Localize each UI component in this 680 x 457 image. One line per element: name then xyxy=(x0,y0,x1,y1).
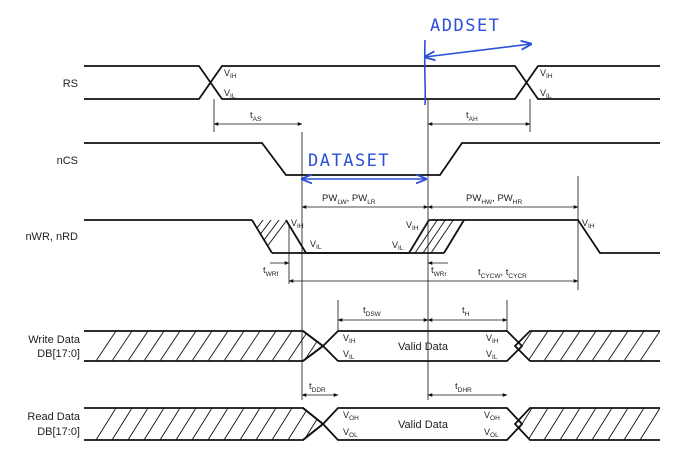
nwr-nrd-signal-label: nWR, nRD xyxy=(25,231,78,243)
rs-vil-left-label: VIL xyxy=(224,88,236,100)
write-valid-data-label: Valid Data xyxy=(398,341,449,353)
nwr-vih-1-label: VIH xyxy=(291,218,304,230)
write-vil-left-label: VIL xyxy=(343,349,355,361)
pw-hw-hr-label: PWHW, PWHR xyxy=(466,193,522,206)
t-dsw-label: tDSW xyxy=(363,305,382,318)
write-data-waveform xyxy=(84,330,660,362)
ncs-signal-label: nCS xyxy=(57,155,78,167)
read-vol-left-label: VOL xyxy=(343,427,358,439)
nwr-vil-2-label: VIL xyxy=(392,240,404,252)
nwr-vil-1-label: VIL xyxy=(310,239,322,251)
write-data-signal-label: Write Data xyxy=(28,334,81,346)
t-cyc-label: tCYCW, tCYCR xyxy=(478,267,527,280)
dataset-annotation-label: DATASET xyxy=(308,151,390,171)
addset-annotation-label: ADDSET xyxy=(430,16,500,36)
pw-lw-lr-label: PWLW, PWLR xyxy=(322,193,376,206)
addset-annotation: ADDSET xyxy=(425,16,531,106)
rs-vil-right-label: VIL xyxy=(540,88,552,100)
t-ddr-label: tDDR xyxy=(309,381,326,394)
t-dhr-label: tDHR xyxy=(455,381,472,394)
t-h-label: tH xyxy=(462,305,470,318)
nwr-nrd-waveform xyxy=(84,219,660,254)
read-data-bus-label: DB[17:0] xyxy=(37,426,80,438)
write-vil-right-label: VIL xyxy=(486,349,498,361)
level-labels: VIH VIL VIH VIL VIH VIL VIH VIL VIH VIH … xyxy=(224,68,595,439)
rs-waveform xyxy=(84,65,660,100)
dataset-annotation: DATASET xyxy=(302,151,426,179)
read-data-waveform xyxy=(84,407,660,441)
read-voh-left-label: VOH xyxy=(343,410,359,422)
timing-arrows xyxy=(213,122,579,397)
reference-lines xyxy=(213,99,579,400)
read-voh-right-label: VOH xyxy=(484,410,500,422)
rs-signal-label: RS xyxy=(63,78,78,90)
nwr-vih-2-label: VIH xyxy=(406,220,419,232)
rs-vih-right-label: VIH xyxy=(540,68,553,80)
read-data-signal-label: Read Data xyxy=(27,411,80,423)
read-vol-right-label: VOL xyxy=(484,427,499,439)
write-vih-right-label: VIH xyxy=(486,333,499,345)
rs-vih-left-label: VIH xyxy=(224,68,237,80)
nwr-vih-3-label: VIH xyxy=(582,218,595,230)
t-wrr-label: tWRr xyxy=(431,265,447,278)
read-valid-data-label: Valid Data xyxy=(398,419,449,431)
write-data-bus-label: DB[17:0] xyxy=(37,348,80,360)
t-ah-label: tAH xyxy=(466,110,478,123)
write-vih-left-label: VIH xyxy=(343,333,356,345)
t-as-label: tAS xyxy=(250,110,262,123)
t-wrf-label: tWRf xyxy=(263,265,278,278)
